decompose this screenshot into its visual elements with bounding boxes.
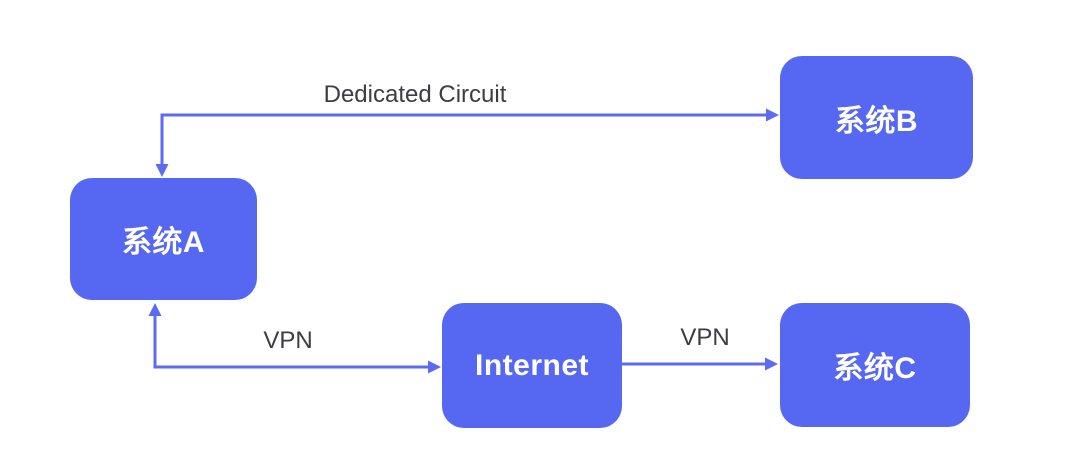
arrowhead-down-into-system-a [155,164,169,177]
edge-label-vpn-internet-c: VPN [680,324,730,351]
edge-internet-c [622,357,778,371]
arrowhead-up-into-system-a [148,303,162,316]
node-internet-label: Internet [474,348,589,382]
node-system-a: 系统A [70,178,257,300]
arrowhead-right-into-system-b [766,108,779,122]
node-system-b: 系统B [780,56,973,179]
node-system-c-label: 系统C [833,352,917,385]
edge-label-vpn-a-internet: VPN [263,327,313,354]
arrowhead-right-into-system-c [765,357,778,371]
node-system-c: 系统C [780,303,970,427]
arrowhead-right-into-internet [428,360,441,374]
edge-a-b [155,108,779,177]
edge-label-dedicated-circuit: Dedicated Circuit [323,81,507,108]
node-system-a-label: 系统A [121,226,206,259]
node-internet: Internet [442,303,622,428]
node-system-b-label: 系统B [834,104,919,138]
edge-a-internet [148,303,441,374]
